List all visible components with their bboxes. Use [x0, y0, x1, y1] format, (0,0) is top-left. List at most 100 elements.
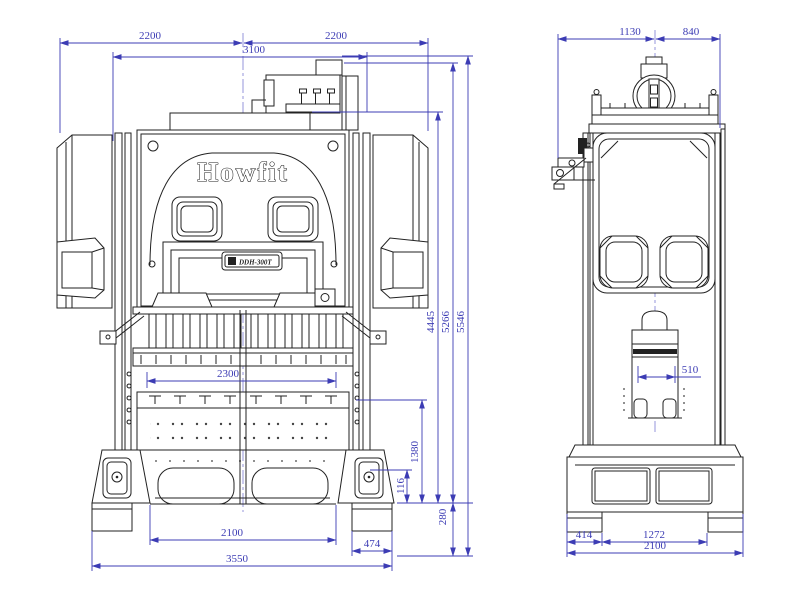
inspection-window-left [171, 196, 223, 242]
tslot-marks [149, 395, 337, 404]
beam-eyebolt-left [593, 89, 600, 95]
beam-eyebolt-right [710, 89, 717, 95]
dim-text-2100-side: 2100 [644, 540, 667, 552]
bracket-mount [583, 147, 594, 163]
underbody-sill [150, 497, 336, 505]
window-inner [176, 201, 218, 237]
flywheel-assembly [588, 56, 726, 134]
flywheel-hub-key2 [650, 97, 658, 108]
die-lines [632, 343, 678, 358]
tslot-bed [136, 391, 350, 409]
flywheel-cap-top [645, 56, 663, 65]
slide-sensor-box [314, 288, 336, 307]
panel-lobe-right [659, 235, 709, 289]
leg-right-hole [363, 471, 375, 483]
underbody-door-right [251, 467, 329, 505]
slide-hanger-left [151, 292, 213, 308]
dim-text-2200-right: 2200 [325, 30, 348, 42]
feeder-top-box [315, 59, 343, 76]
grille-right-frame [655, 467, 713, 505]
grille-left [594, 470, 648, 502]
frame-top-plate [588, 123, 726, 134]
lobe-outer [659, 235, 709, 289]
bracket-lever [552, 157, 595, 190]
bracket-assembly [551, 138, 595, 190]
comb-lower-rail [132, 347, 354, 354]
cabinet-box-face [61, 251, 93, 289]
panel-inner [598, 138, 710, 288]
lobe-inner [665, 241, 703, 283]
dim-text-5546: 5546 [455, 311, 467, 334]
rail-right-inner [352, 132, 360, 451]
beam-bolts [609, 103, 701, 108]
dim-text-474: 474 [364, 538, 381, 550]
bolster-ticks [140, 355, 347, 364]
dim-text-2200-left: 2200 [139, 30, 162, 42]
panel-corner-chamfers [600, 140, 708, 159]
crown-arch [149, 152, 337, 266]
window-frame [171, 196, 223, 242]
feeder-bolts [295, 88, 335, 113]
dim-text-1130: 1130 [619, 26, 641, 38]
dim-text-414: 414 [576, 529, 593, 541]
window-inner [272, 201, 314, 237]
beam-post-left [591, 94, 602, 116]
rail-left-outer [114, 132, 123, 451]
die-dome [641, 310, 668, 331]
column-right-inner [714, 132, 721, 446]
cabinet-box-chamfer [380, 247, 394, 291]
lobe-chamfers [659, 235, 709, 289]
dim-text-4445: 4445 [425, 311, 437, 334]
grille-left-frame [591, 467, 651, 505]
bracket-handle [578, 138, 587, 154]
bracket-pin [585, 142, 591, 148]
nameplate-logo-icon [228, 257, 236, 265]
motor-beam-top [591, 107, 719, 116]
flywheel-hub-key1 [650, 84, 658, 95]
lobe-outer [599, 235, 649, 289]
side-panel [592, 132, 716, 294]
die-dot-flanks [623, 388, 685, 411]
bolster-plate [132, 352, 354, 367]
feeder-unit [251, 59, 359, 131]
motor-beam [591, 114, 719, 125]
clamp-left-pin [105, 334, 111, 340]
base-slant-band [568, 444, 742, 458]
crown-bolt-right [327, 140, 339, 152]
underbody-door-left [157, 467, 235, 505]
bolster-bed [132, 310, 354, 504]
side-cabinet-left [56, 134, 113, 309]
rail-right-outer [362, 132, 371, 451]
bracket-port-2 [568, 159, 576, 167]
window-frame [267, 196, 319, 242]
dim-text-840: 840 [683, 26, 700, 38]
slide-assembly [99, 288, 387, 354]
top-platform [169, 112, 311, 131]
panel-lobe-left [599, 235, 649, 289]
press-body: Howfit DDH-300T [136, 59, 359, 311]
side-cabinet-right [372, 134, 429, 309]
grille-right [658, 470, 710, 502]
feeder-column [341, 75, 359, 131]
crown-bolt-left [147, 140, 159, 152]
comb-braces [111, 311, 375, 339]
front-dimensions: 2200 2200 3100 2300 2100 474 3550 116 13… [59, 30, 473, 571]
panel-bolt-left [148, 260, 156, 268]
nameplate-badge: DDH-300T [221, 251, 283, 271]
feeder-manifold [285, 103, 341, 113]
side-dimensions: 1130 840 510 414 1272 2100 [557, 26, 744, 557]
inspection-window-right [267, 196, 319, 242]
dim-text-3550: 3550 [226, 553, 249, 565]
clamp-left [99, 330, 117, 345]
nameplate-inner [224, 254, 280, 268]
cabinet-box-face [392, 251, 424, 289]
leg-left-hole [111, 471, 123, 483]
dim-text-510: 510 [682, 364, 699, 376]
feeder-side-bar [263, 79, 275, 107]
cabinet-box-chamfer [91, 247, 105, 291]
dim-text-1272: 1272 [643, 529, 665, 541]
side-view: 1130 840 510 414 1272 2100 [551, 26, 744, 557]
nameplate-frame [221, 251, 283, 271]
dim-text-5266: 5266 [440, 311, 452, 334]
beam-post-right [708, 94, 719, 116]
